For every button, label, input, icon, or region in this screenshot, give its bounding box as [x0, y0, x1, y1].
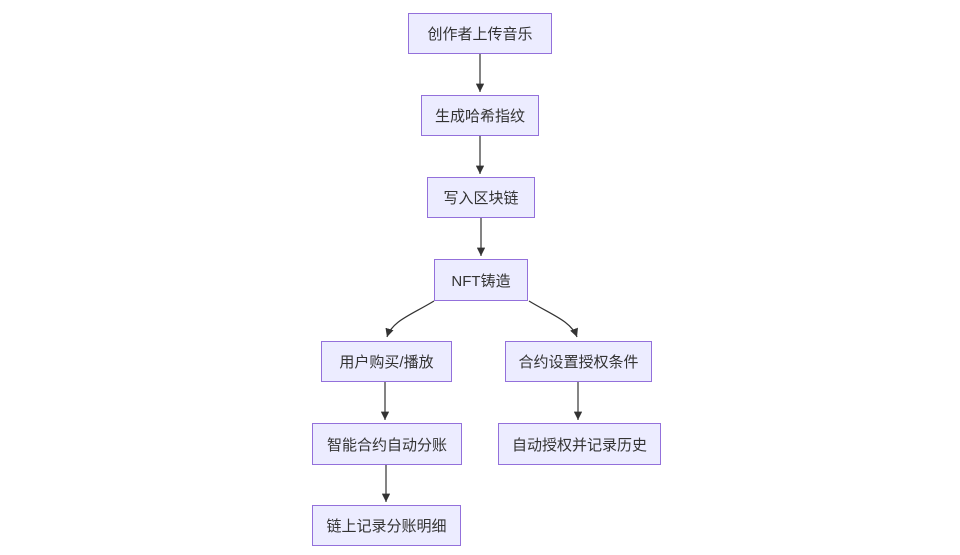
edge-nft-license — [528, 300, 578, 338]
flow-node-purchase: 用户购买/播放 — [321, 341, 452, 382]
flow-node-hash: 生成哈希指纹 — [421, 95, 539, 136]
flow-node-nft: NFT铸造 — [434, 259, 528, 301]
flow-node-upload: 创作者上传音乐 — [408, 13, 552, 54]
flow-node-authlog: 自动授权并记录历史 — [498, 423, 661, 465]
flow-node-license: 合约设置授权条件 — [505, 341, 652, 382]
edge-nft-purchase — [385, 300, 435, 338]
flow-node-detail: 链上记录分账明细 — [312, 505, 461, 546]
flow-node-chain: 写入区块链 — [427, 177, 535, 218]
flow-node-split: 智能合约自动分账 — [312, 423, 462, 465]
